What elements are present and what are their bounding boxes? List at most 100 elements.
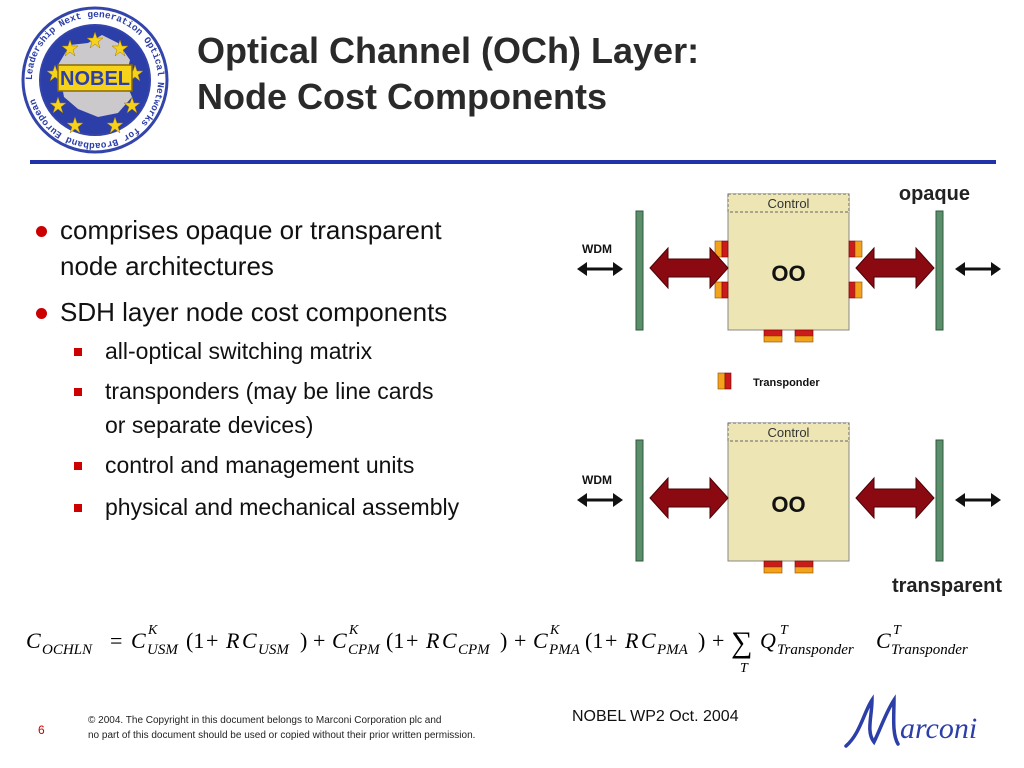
transponder-legend: Transponder xyxy=(717,372,820,390)
svg-text:C: C xyxy=(131,628,146,653)
sub-bullet-square-icon xyxy=(74,504,82,512)
transparent-node: Control OO WDM xyxy=(575,422,1003,574)
wdm-label: WDM xyxy=(582,242,612,256)
copyright-notice: © 2004. The Copyright in this document b… xyxy=(88,713,475,743)
transponder-icon xyxy=(717,372,732,390)
sub-bullet-square-icon xyxy=(74,462,82,470)
bullet-list: comprises opaque or transparent node arc… xyxy=(34,212,554,530)
oo-label: OO xyxy=(771,261,805,286)
svg-text:+: + xyxy=(406,628,418,653)
svg-text:R: R xyxy=(225,628,240,653)
svg-text:K: K xyxy=(348,623,359,638)
svg-text:Q: Q xyxy=(760,628,776,653)
marconi-logo: arconi xyxy=(844,694,977,748)
transponder-icon xyxy=(714,240,729,258)
bullet-item: comprises opaque or transparent node arc… xyxy=(34,212,554,284)
svg-text:R: R xyxy=(425,628,440,653)
bullet-dot-icon xyxy=(36,308,47,319)
bidirectional-arrow-icon xyxy=(649,477,729,519)
wdm-fiber-left xyxy=(635,439,644,562)
svg-text:): ) xyxy=(300,628,307,653)
sub-bullet-item: transponders (may be line cards or separ… xyxy=(34,374,554,442)
oo-label: OO xyxy=(771,492,805,517)
transponder-icon xyxy=(714,281,729,299)
svg-text:PMA: PMA xyxy=(656,642,689,658)
bidirectional-arrow-icon xyxy=(855,477,935,519)
svg-text:C: C xyxy=(26,628,41,653)
transponder-icon xyxy=(763,560,783,574)
svg-text:): ) xyxy=(698,628,705,653)
wdm-fiber-left xyxy=(635,210,644,331)
svg-text:+: + xyxy=(206,628,218,653)
bidirectional-arrow-icon xyxy=(855,247,935,289)
svg-text:CPM: CPM xyxy=(348,642,381,658)
bullet-text-continued: node architectures xyxy=(60,251,274,281)
sub-bullet-text: all-optical switching matrix xyxy=(105,338,373,364)
copyright-line: no part of this document should be used … xyxy=(88,730,476,741)
svg-text:(1: (1 xyxy=(386,628,404,653)
svg-text:K: K xyxy=(147,623,158,638)
svg-text:K: K xyxy=(549,623,560,638)
svg-text:+: + xyxy=(712,628,724,653)
svg-text:C: C xyxy=(242,628,257,653)
oo-switch-box xyxy=(727,193,850,331)
bullet-item: SDH layer node cost components xyxy=(34,294,554,330)
transponder-icon xyxy=(794,560,814,574)
node-architecture-diagrams: opaque Control OO WDM Transponder Contro… xyxy=(575,183,1003,597)
svg-text:USM: USM xyxy=(258,642,290,658)
double-arrow-icon xyxy=(953,491,1003,509)
double-arrow-icon xyxy=(575,260,625,278)
svg-text:C: C xyxy=(533,628,548,653)
svg-text:CPM: CPM xyxy=(458,642,491,658)
page-title: Optical Channel (OCh) Layer: Node Cost C… xyxy=(197,28,699,120)
sub-bullet-item: all-optical switching matrix xyxy=(34,334,554,368)
svg-text:+: + xyxy=(313,628,325,653)
control-label: Control xyxy=(768,196,810,211)
transponder-icon xyxy=(848,281,863,299)
svg-text:C: C xyxy=(332,628,347,653)
svg-text:OCHLN: OCHLN xyxy=(42,642,93,658)
transponder-icon xyxy=(848,240,863,258)
wdm-fiber-right xyxy=(935,210,944,331)
control-unit xyxy=(727,193,850,213)
svg-text:(1: (1 xyxy=(585,628,603,653)
sub-bullet-square-icon xyxy=(74,388,82,396)
copyright-line: © 2004. The Copyright in this document b… xyxy=(88,715,442,726)
opaque-label: opaque xyxy=(899,183,970,205)
svg-text:): ) xyxy=(500,628,507,653)
legend-label: Transponder xyxy=(753,377,820,389)
sub-bullet-item: physical and mechanical assembly xyxy=(34,490,554,524)
bullet-text: SDH layer node cost components xyxy=(60,297,448,327)
svg-text:Transponder: Transponder xyxy=(777,642,854,658)
title-divider xyxy=(30,160,996,164)
double-arrow-icon xyxy=(953,260,1003,278)
title-line-1: Optical Channel (OCh) Layer: xyxy=(197,30,700,71)
wdm-fiber-right xyxy=(935,439,944,562)
svg-text:Transponder: Transponder xyxy=(891,642,968,658)
transponder-icon xyxy=(794,329,814,343)
nobel-logo: NOBEL Leadership Next generation Optical… xyxy=(21,6,169,154)
svg-text:(1: (1 xyxy=(186,628,204,653)
svg-text:PMA: PMA xyxy=(548,642,581,658)
svg-text:=: = xyxy=(110,628,122,653)
svg-text:C: C xyxy=(442,628,457,653)
double-arrow-icon xyxy=(575,491,625,509)
transponder-icon xyxy=(763,329,783,343)
svg-text:T: T xyxy=(893,623,902,638)
sub-bullet-square-icon xyxy=(74,348,82,356)
cost-equation: C OCHLN = C K USM (1 + R C USM ) + C K C… xyxy=(26,623,968,676)
control-unit xyxy=(727,422,850,442)
marconi-wordmark: arconi xyxy=(900,712,977,745)
svg-text:T: T xyxy=(780,623,789,638)
svg-text:R: R xyxy=(624,628,639,653)
sub-bullet-text-continued: or separate devices) xyxy=(105,412,314,438)
bullet-text: comprises opaque or transparent xyxy=(60,215,442,245)
sub-bullet-text: control and management units xyxy=(105,452,415,478)
title-line-2: Node Cost Components xyxy=(197,76,607,117)
svg-text:T: T xyxy=(740,661,749,676)
svg-text:+: + xyxy=(605,628,617,653)
oo-switch-box xyxy=(727,422,850,562)
page-number: 6 xyxy=(38,723,45,737)
sub-bullet-text: transponders (may be line cards xyxy=(105,378,434,404)
wdm-label: WDM xyxy=(582,473,612,487)
